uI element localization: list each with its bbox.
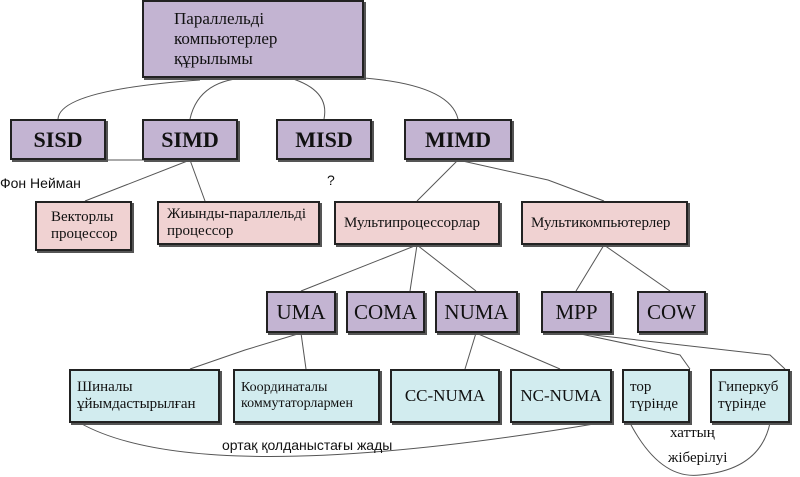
- root-node: Параллельді компьютерлер құрылымы: [142, 0, 364, 78]
- node-mesh: тор түрінде: [622, 369, 690, 423]
- shared-memory-label: ортақ қолданыстағы жады: [222, 437, 393, 453]
- message-label-2: жіберілуі: [668, 450, 728, 466]
- node-uma: UMA: [266, 291, 336, 333]
- message-label-1: хаттың: [670, 425, 715, 441]
- node-cc-numa: CC-NUMA: [390, 369, 500, 423]
- node-coma: COMA: [346, 291, 425, 333]
- node-hypercube: Гиперкуб түрінде: [710, 369, 790, 423]
- question-label: ?: [327, 172, 335, 188]
- von-neumann-label: Фон Нейман: [0, 175, 81, 191]
- node-array-processor: Жиынды-параллельді процессор: [157, 201, 320, 245]
- node-numa: NUMA: [435, 291, 518, 333]
- node-misd: MISD: [276, 119, 372, 160]
- node-bus-based: Шиналы ұйымдастырылған: [69, 369, 220, 423]
- node-nc-numa: NC-NUMA: [510, 369, 612, 423]
- node-sisd: SISD: [10, 119, 106, 160]
- node-vector-processor: Векторлы процессор: [35, 201, 132, 251]
- node-mpp: MPP: [541, 291, 612, 333]
- node-cow: COW: [637, 291, 706, 333]
- node-multicomputers: Мультикомпьютерлер: [521, 201, 688, 245]
- node-multiprocessors: Мультипроцессорлар: [334, 201, 500, 245]
- node-mimd: MIMD: [404, 119, 512, 160]
- node-crossbar: Координаталы коммутаторлармен: [233, 369, 380, 423]
- node-simd: SIMD: [142, 119, 238, 160]
